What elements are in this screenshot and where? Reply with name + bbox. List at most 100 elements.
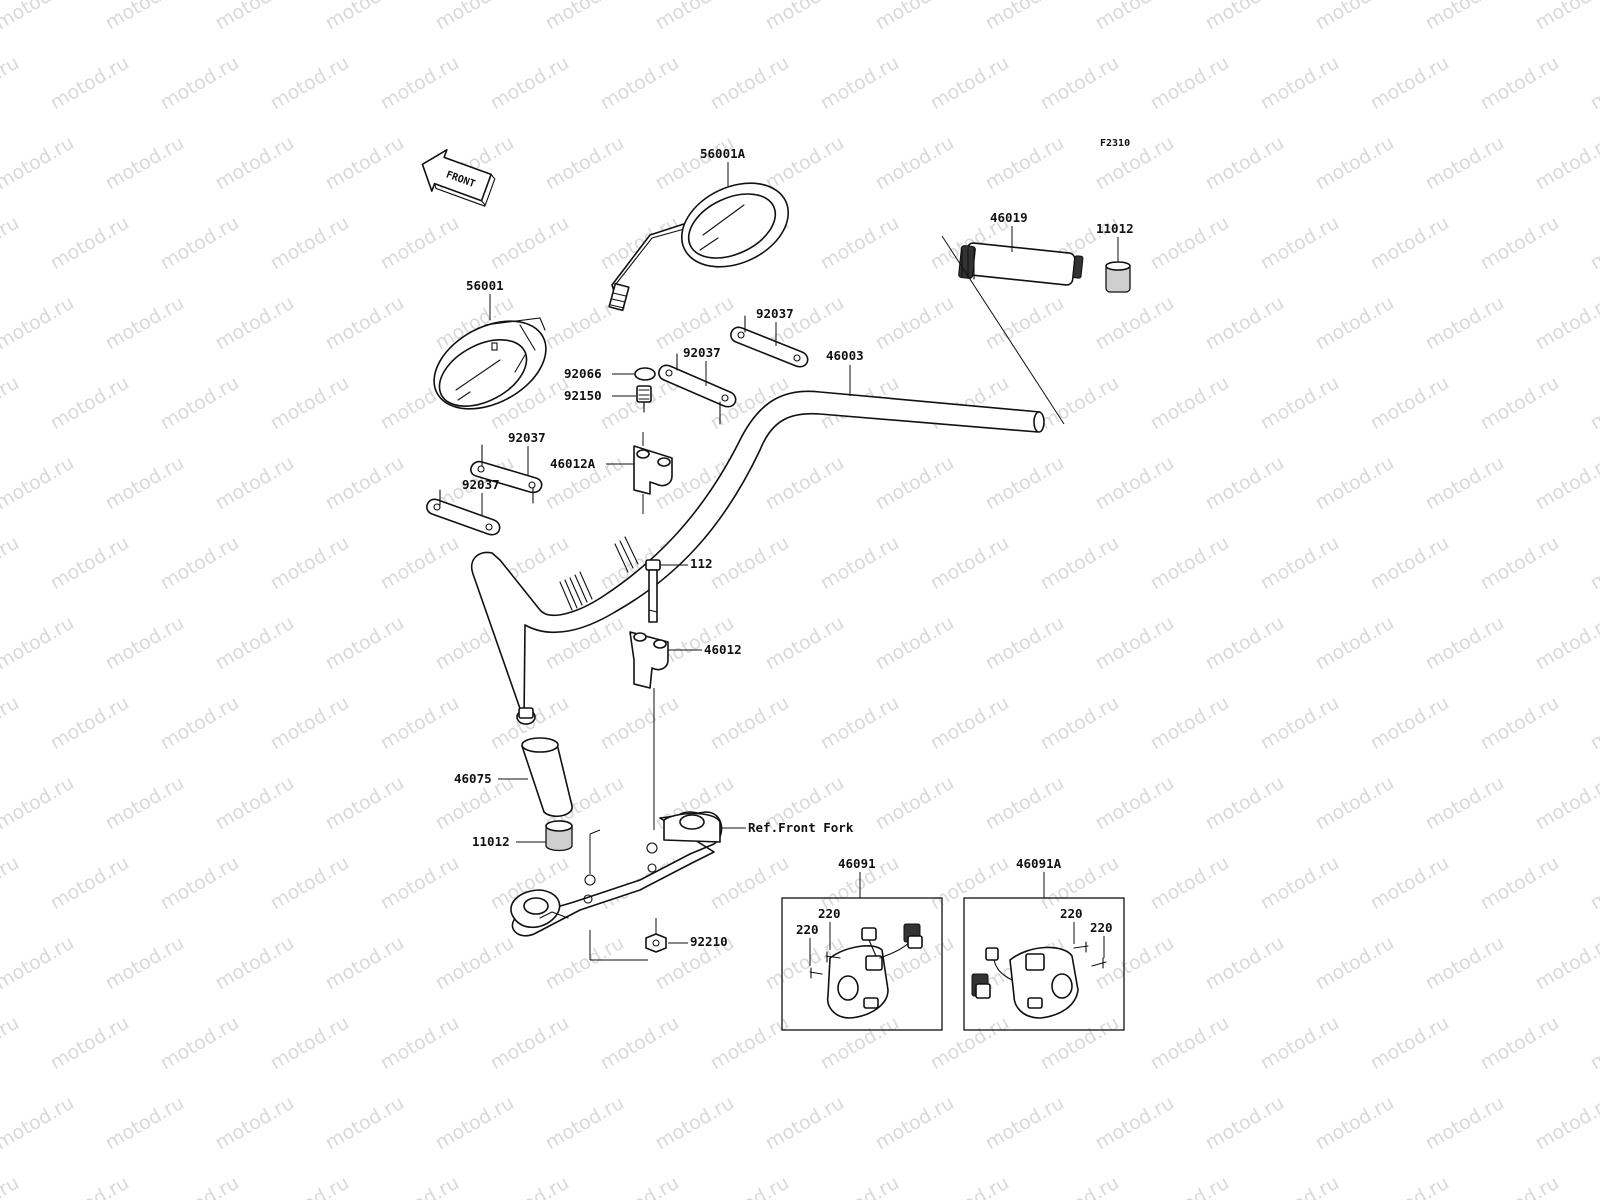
watermark-text: motod.ru (157, 1012, 243, 1075)
watermark-text: motod.ru (0, 1012, 23, 1075)
watermark-text: motod.ru (817, 1172, 903, 1200)
watermark-text: motod.ru (1092, 292, 1178, 355)
watermark-text: motod.ru (322, 0, 408, 34)
watermark-text: motod.ru (487, 1172, 573, 1200)
watermark-text: motod.ru (1587, 852, 1600, 915)
holder-upper[interactable] (633, 432, 673, 514)
watermark-text: motod.ru (1532, 132, 1600, 195)
watermark-text: motod.ru (377, 52, 463, 115)
watermark-text: motod.ru (1532, 1092, 1600, 1155)
watermark-text: motod.ru (322, 772, 408, 835)
watermark-text: motod.ru (1147, 692, 1233, 755)
label-46091: 46091 (838, 856, 876, 871)
watermark-text: motod.ru (487, 212, 573, 275)
clamp-plate-1[interactable] (730, 315, 809, 368)
watermark-text: motod.ru (0, 372, 23, 435)
watermark-text: motod.ru (267, 372, 353, 435)
watermark-text: motod.ru (1367, 212, 1453, 275)
holder-lower[interactable] (629, 631, 669, 689)
watermark-text: motod.ru (322, 452, 408, 515)
clamp-plate-4[interactable] (426, 489, 501, 536)
watermark-text: motod.ru (652, 132, 738, 195)
watermark-text: motod.ru (1477, 692, 1563, 755)
collar[interactable] (636, 385, 652, 413)
clamp-plate-2[interactable] (658, 353, 737, 425)
watermark-text: motod.ru (267, 852, 353, 915)
watermark-text: motod.ru (1257, 1012, 1343, 1075)
watermark-text: motod.ru (1092, 772, 1178, 835)
switch-right-screws[interactable] (809, 951, 841, 979)
label-92037-3: 92037 (508, 430, 546, 445)
watermark-text: motod.ru (1202, 452, 1288, 515)
label-46012: 46012 (704, 642, 742, 657)
watermark-text: motod.ru (597, 1172, 683, 1200)
watermark-text: motod.ru (1202, 1092, 1288, 1155)
nut[interactable] (645, 918, 667, 953)
grip-left[interactable] (521, 737, 573, 818)
watermark-text: motod.ru (817, 532, 903, 595)
switch-right[interactable] (826, 923, 923, 1019)
watermark-text: motod.ru (1477, 1012, 1563, 1075)
watermark-text: motod.ru (1257, 532, 1343, 595)
watermark-text: motod.ru (762, 452, 848, 515)
watermark-text: motod.ru (1367, 52, 1453, 115)
watermark-text: motod.ru (1422, 452, 1508, 515)
watermark-text: motod.ru (0, 612, 78, 675)
watermark-text: motod.ru (1312, 292, 1398, 355)
watermark-text: motod.ru (817, 692, 903, 755)
watermark-text: motod.ru (0, 452, 78, 515)
watermark-text: motod.ru (102, 292, 188, 355)
watermark-text: motod.ru (872, 612, 958, 675)
watermark-text: motod.ru (377, 532, 463, 595)
watermark-text: motod.ru (102, 452, 188, 515)
throttle-grip[interactable] (958, 242, 1084, 286)
watermark-text: motod.ru (1147, 52, 1233, 115)
watermark-text: motod.ru (982, 1092, 1068, 1155)
watermark-text: motod.ru (1312, 1092, 1398, 1155)
grip-end-right[interactable] (1105, 261, 1131, 293)
cap[interactable] (634, 367, 656, 381)
watermark-text: motod.ru (1587, 212, 1600, 275)
watermark-text: motod.ru (1147, 532, 1233, 595)
watermark-text: motod.ru (762, 612, 848, 675)
switch-left-screws[interactable] (1073, 941, 1107, 969)
watermark-text: motod.ru (1202, 772, 1288, 835)
watermark-text: motod.ru (1312, 132, 1398, 195)
watermark-text: motod.ru (1477, 852, 1563, 915)
watermark-text: motod.ru (212, 132, 298, 195)
watermark-text: motod.ru (817, 52, 903, 115)
watermark-text: motod.ru (927, 852, 1013, 915)
watermark-text: motod.ru (1092, 0, 1178, 34)
bolt[interactable] (645, 559, 661, 623)
watermark-text: motod.ru (1202, 612, 1288, 675)
watermark-text: motod.ru (817, 1012, 903, 1075)
mirror-right[interactable] (608, 167, 802, 312)
grip-end-left[interactable] (545, 820, 573, 852)
watermark-text: motod.ru (1312, 772, 1398, 835)
watermark-text: motod.ru (1587, 52, 1600, 115)
watermark-text: motod.ru (542, 0, 628, 34)
watermark-text: motod.ru (1147, 372, 1233, 435)
watermark-text: motod.ru (1477, 52, 1563, 115)
watermark-text: motod.ru (762, 1092, 848, 1155)
triple-clamp[interactable] (510, 811, 723, 961)
switch-right-frame (781, 897, 943, 1031)
handlebar[interactable] (471, 390, 1045, 725)
watermark-text: motod.ru (1422, 292, 1508, 355)
watermark-text: motod.ru (1367, 532, 1453, 595)
label-92210: 92210 (690, 934, 728, 949)
switch-left[interactable] (971, 946, 1079, 1019)
watermark-text: motod.ru (1367, 1012, 1453, 1075)
label-11012-left: 11012 (472, 834, 510, 849)
watermark-text: motod.ru (157, 52, 243, 115)
watermark-text: motod.ru (432, 0, 518, 34)
watermark-text: motod.ru (762, 132, 848, 195)
watermark-text: motod.ru (1092, 452, 1178, 515)
watermark-text: motod.ru (927, 532, 1013, 595)
watermark-text: motod.ru (1587, 532, 1600, 595)
watermark-text: motod.ru (267, 1012, 353, 1075)
watermark-text: motod.ru (1422, 772, 1508, 835)
watermark-text: motod.ru (1312, 452, 1398, 515)
clamp-plate-3[interactable] (470, 444, 543, 504)
mirror-left[interactable] (419, 303, 561, 426)
